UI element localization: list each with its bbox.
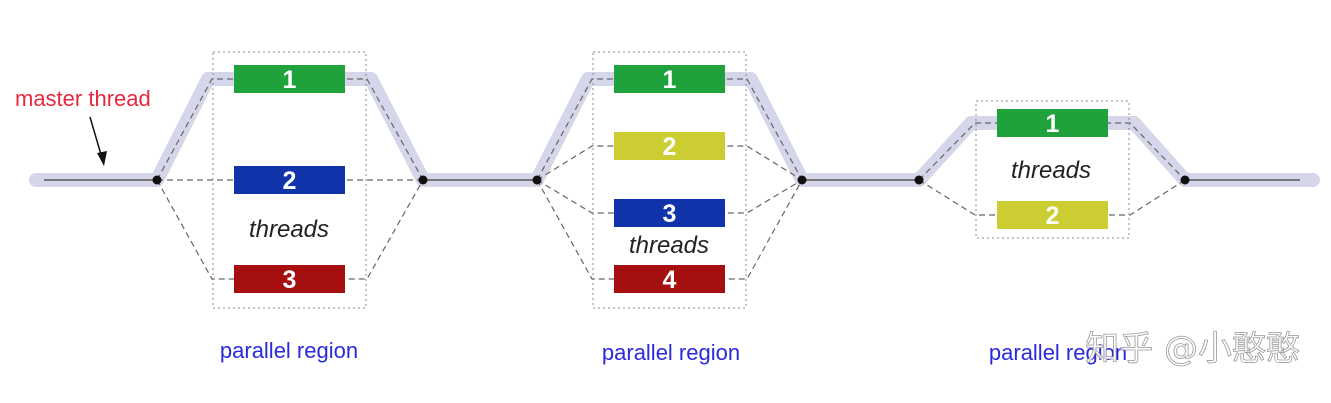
fork-join-dot bbox=[914, 175, 924, 185]
threads-label: threads bbox=[1011, 157, 1091, 184]
master-track-branch bbox=[150, 72, 430, 187]
parallel-region: 12 bbox=[914, 100, 1190, 239]
region-label: parallel region bbox=[602, 340, 740, 365]
thread-number: 2 bbox=[663, 133, 677, 161]
label-layer: threads parallel region threads parallel re… bbox=[15, 86, 1300, 369]
thread-number: 3 bbox=[663, 200, 677, 228]
parallel-region: 1 2 3 bbox=[152, 51, 428, 309]
parallel-region: 1 2 3 4 bbox=[532, 51, 807, 309]
region-label: parallel region bbox=[989, 340, 1127, 365]
thread-box bbox=[234, 65, 345, 93]
threads-label: threads bbox=[629, 232, 709, 259]
region-label: parallel region bbox=[220, 338, 358, 363]
thread-number: 1 bbox=[283, 66, 297, 94]
thread-number: 2 bbox=[283, 167, 297, 195]
master-track-branch bbox=[530, 72, 809, 187]
fork-join-dot bbox=[797, 175, 807, 185]
fork-join-dot bbox=[418, 175, 428, 185]
thread-number: 1 bbox=[1046, 110, 1060, 138]
thread-path bbox=[918, 122, 1186, 181]
thread-path bbox=[536, 179, 803, 280]
fork-join-dot bbox=[152, 175, 162, 185]
thread-box bbox=[614, 132, 725, 160]
master-arrow-head bbox=[97, 151, 107, 166]
thread-box bbox=[997, 109, 1108, 137]
master-arrow-shaft bbox=[89, 116, 103, 159]
thread-number: 2 bbox=[1046, 202, 1060, 230]
thread-box bbox=[614, 65, 725, 93]
thread-box bbox=[997, 201, 1108, 229]
master-thread-label: master thread bbox=[15, 86, 151, 111]
thread-number: 1 bbox=[663, 66, 677, 94]
parallel-region-frame bbox=[212, 51, 367, 309]
thread-box bbox=[234, 166, 345, 194]
parallel-region-frame bbox=[975, 100, 1130, 239]
master-thread-track-layer bbox=[29, 72, 1320, 187]
thread-box bbox=[234, 265, 345, 293]
thread-number: 3 bbox=[283, 266, 297, 294]
thread-number: 4 bbox=[663, 266, 677, 294]
watermark: 知乎 @小憨憨 bbox=[1085, 329, 1300, 369]
thread-box bbox=[614, 199, 725, 227]
thread-box bbox=[614, 265, 725, 293]
fork-join-dot bbox=[532, 175, 542, 185]
fork-join-dot bbox=[1180, 175, 1190, 185]
parallel-region-frame bbox=[592, 51, 747, 309]
threads-label: threads bbox=[249, 216, 329, 243]
